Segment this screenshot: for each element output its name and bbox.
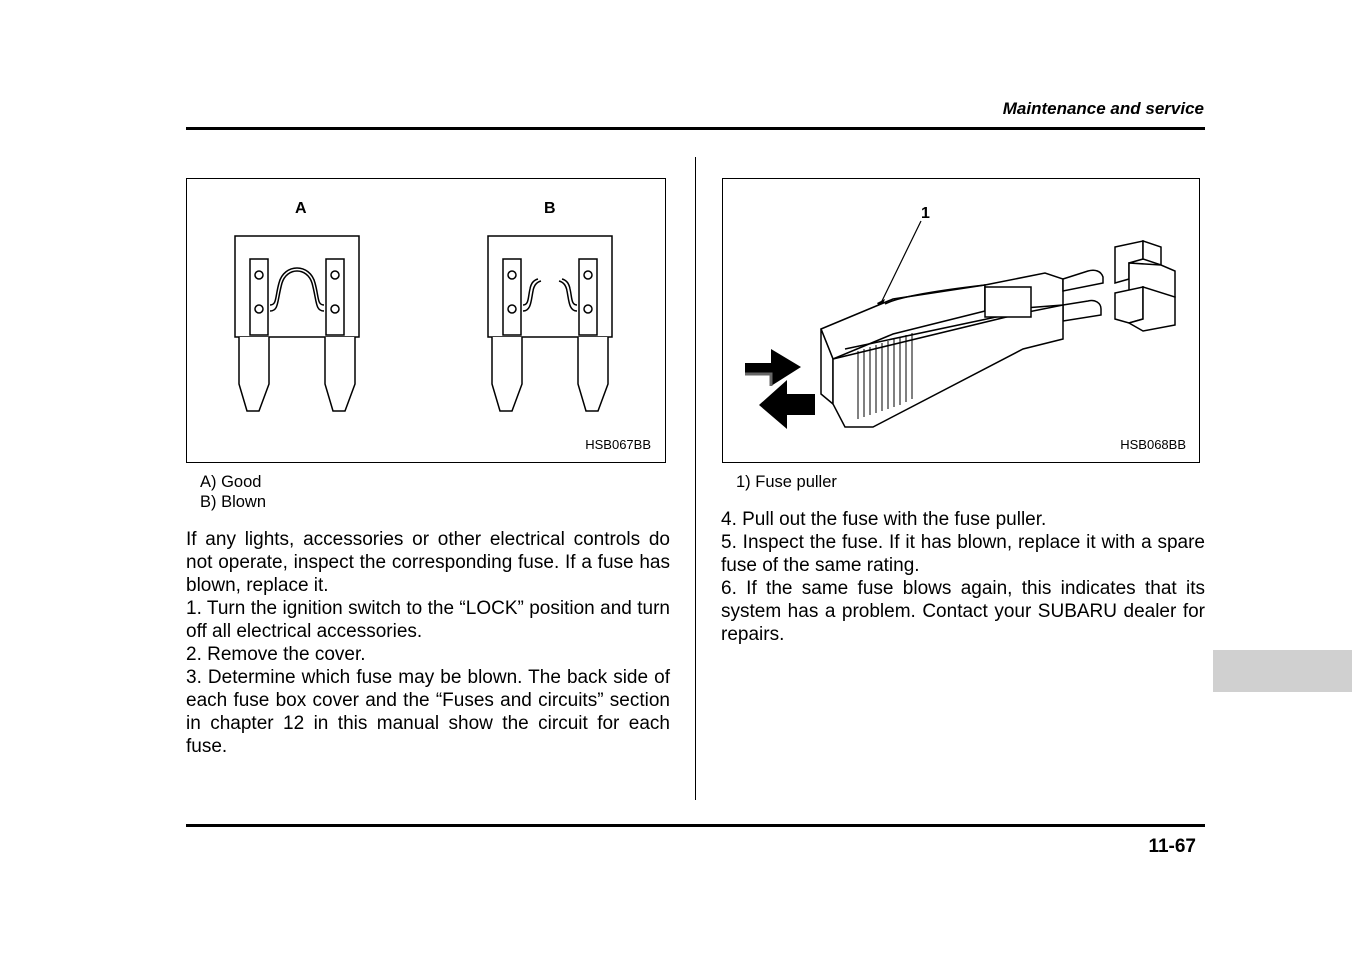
- step-4: 4. Pull out the fuse with the fuse pulle…: [721, 509, 1047, 530]
- left-column-text: If any lights, accessories or other elec…: [186, 528, 670, 758]
- caption-item: 1) Fuse puller: [736, 473, 837, 491]
- good-fuse-drawing: [234, 235, 360, 412]
- page-number: 11-67: [1148, 836, 1196, 857]
- push-arrow-icon: [745, 349, 801, 386]
- fuse-condition-figure: A B HSB067BB: [186, 178, 666, 463]
- header-rule: [186, 127, 1205, 130]
- footer-rule: [186, 824, 1205, 827]
- blown-fuse-drawing: [487, 235, 613, 412]
- step-3: 3. Determine which fuse may be blown. Th…: [186, 667, 670, 757]
- label-b: B: [544, 200, 556, 217]
- figure-left-caption: A) Good B) Blown: [200, 472, 266, 512]
- fuse-puller-diagram: [745, 220, 1176, 429]
- section-header: Maintenance and service: [1002, 99, 1204, 118]
- step-6: 6. If the same fuse blows again, this in…: [721, 578, 1205, 645]
- right-column-text: 4. Pull out the fuse with the fuse pulle…: [721, 508, 1205, 646]
- figure-right-caption: 1) Fuse puller: [736, 472, 837, 492]
- fuse-diagram: [234, 235, 613, 412]
- column-divider: [695, 157, 696, 800]
- figure-code: HSB067BB: [585, 437, 651, 452]
- callout-1: 1: [921, 205, 930, 222]
- step-5: 5. Inspect the fuse. If it has blown, re…: [721, 532, 1205, 576]
- figure-code: HSB068BB: [1120, 437, 1186, 452]
- label-a: A: [295, 200, 307, 217]
- caption-item: A) Good: [200, 473, 262, 491]
- step-2: 2. Remove the cover.: [186, 644, 366, 665]
- caption-item: B) Blown: [200, 493, 267, 511]
- step-1: 1. Turn the ignition switch to the “LOCK…: [186, 598, 670, 642]
- paragraph: If any lights, accessories or other elec…: [186, 529, 670, 596]
- pull-arrow-icon: [759, 380, 815, 429]
- chapter-tab: [1213, 650, 1352, 692]
- fuse-puller-figure: 1 HSB068BB: [722, 178, 1200, 463]
